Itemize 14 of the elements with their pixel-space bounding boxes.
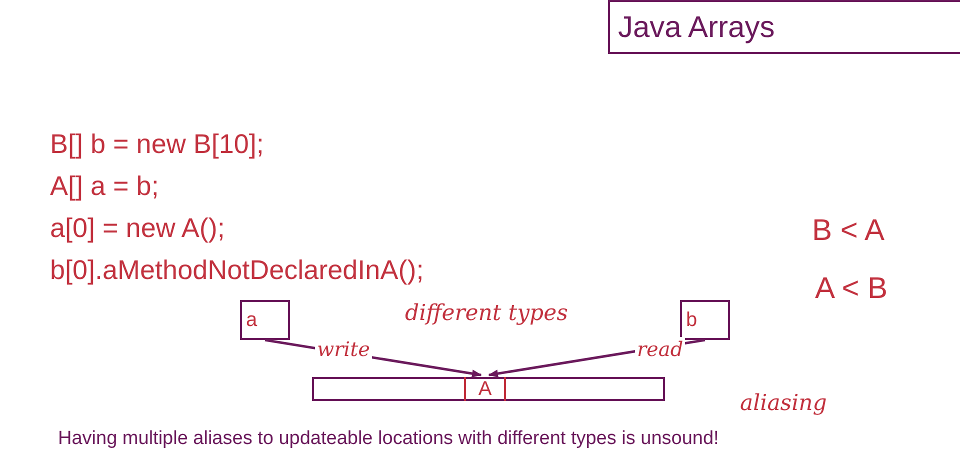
- code-line: B[] b = new B[10];: [50, 128, 264, 161]
- code-line: a[0] = new A();: [50, 212, 225, 245]
- handwritten-note: A < B: [815, 271, 888, 307]
- caption: Having multiple aliases to updateable locations with different types is unsound!: [58, 427, 719, 451]
- code-line: A[] a = b;: [50, 170, 159, 203]
- variable-box: b: [680, 300, 730, 340]
- array-cell: A: [464, 377, 506, 401]
- code-line: b[0].aMethodNotDeclaredInA();: [50, 254, 424, 287]
- array-bar: [312, 377, 665, 401]
- handwritten-note: B < A: [812, 213, 885, 249]
- handwritten-note: aliasing: [740, 390, 827, 418]
- handwritten-note: different types: [405, 300, 568, 328]
- title-box: Java Arrays: [608, 0, 960, 54]
- variable-box: a: [240, 300, 290, 340]
